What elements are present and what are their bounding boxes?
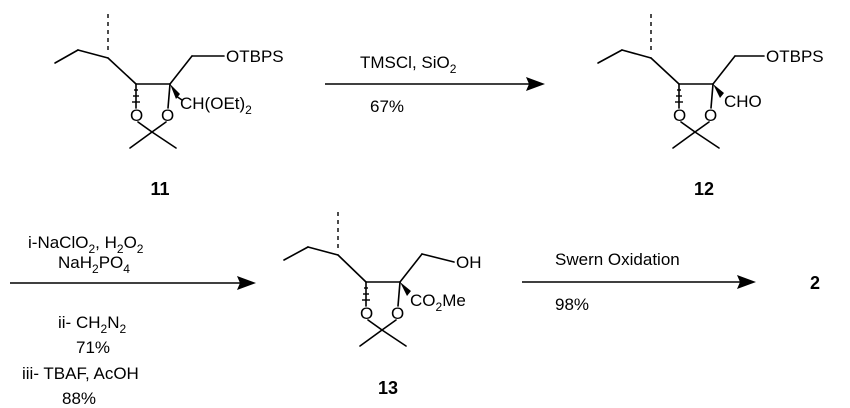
compound-12-o-right: O — [704, 106, 717, 125]
compound-13-oh: OH — [456, 253, 482, 272]
compound-11-ch-oet: CH(OEt)2 — [180, 94, 252, 117]
compound-11-otbps: OTBPS — [226, 47, 284, 66]
compound-12-o-left: O — [673, 106, 686, 125]
compound-11-o-right: O — [161, 106, 174, 125]
reaction-2-line3: ii- CH2N2 — [58, 313, 126, 336]
reaction-3-yield: 98% — [555, 295, 589, 314]
compound-13-o-right: O — [391, 304, 404, 323]
compound-13: OH O O CO2Me 13 — [283, 212, 482, 398]
compound-11-o-left: O — [130, 106, 143, 125]
reaction-arrow-2: i-NaClO2, H2O2 NaH2PO4 ii- CH2N2 71% iii… — [10, 233, 256, 408]
reaction-1-yield: 67% — [370, 97, 404, 116]
compound-12-skeleton — [597, 14, 765, 149]
compound-12-otbps: OTBPS — [766, 47, 824, 66]
compound-11-skeleton — [54, 14, 225, 149]
compound-13-skeleton — [283, 212, 455, 347]
reaction-1-reagents: TMSCl, SiO2 — [360, 53, 457, 76]
compound-2-number: 2 — [810, 273, 820, 293]
reaction-2-line1: i-NaClO2, H2O2 — [28, 233, 144, 256]
reaction-arrow-3: Swern Oxidation 98% — [522, 250, 756, 314]
reaction-2-line2: NaH2PO4 — [58, 253, 130, 276]
compound-13-o-left: O — [360, 304, 373, 323]
compound-11-number: 11 — [150, 179, 169, 199]
reaction-2-yield-1: 71% — [76, 338, 110, 357]
compound-11: OTBPS O O CH(OEt)2 11 — [54, 14, 284, 199]
reaction-2-yield-2: 88% — [62, 389, 96, 408]
compound-12-cho: CHO — [724, 92, 762, 111]
reaction-2-line4: iii- TBAF, AcOH — [22, 364, 139, 383]
compound-12-number: 12 — [694, 179, 714, 199]
compound-13-number: 13 — [378, 378, 398, 398]
reaction-3-reagents: Swern Oxidation — [555, 250, 680, 269]
compound-12: OTBPS O O CHO 12 — [597, 14, 824, 199]
reaction-arrow-1: TMSCl, SiO2 67% — [325, 53, 545, 116]
compound-13-co2me: CO2Me — [410, 291, 466, 314]
